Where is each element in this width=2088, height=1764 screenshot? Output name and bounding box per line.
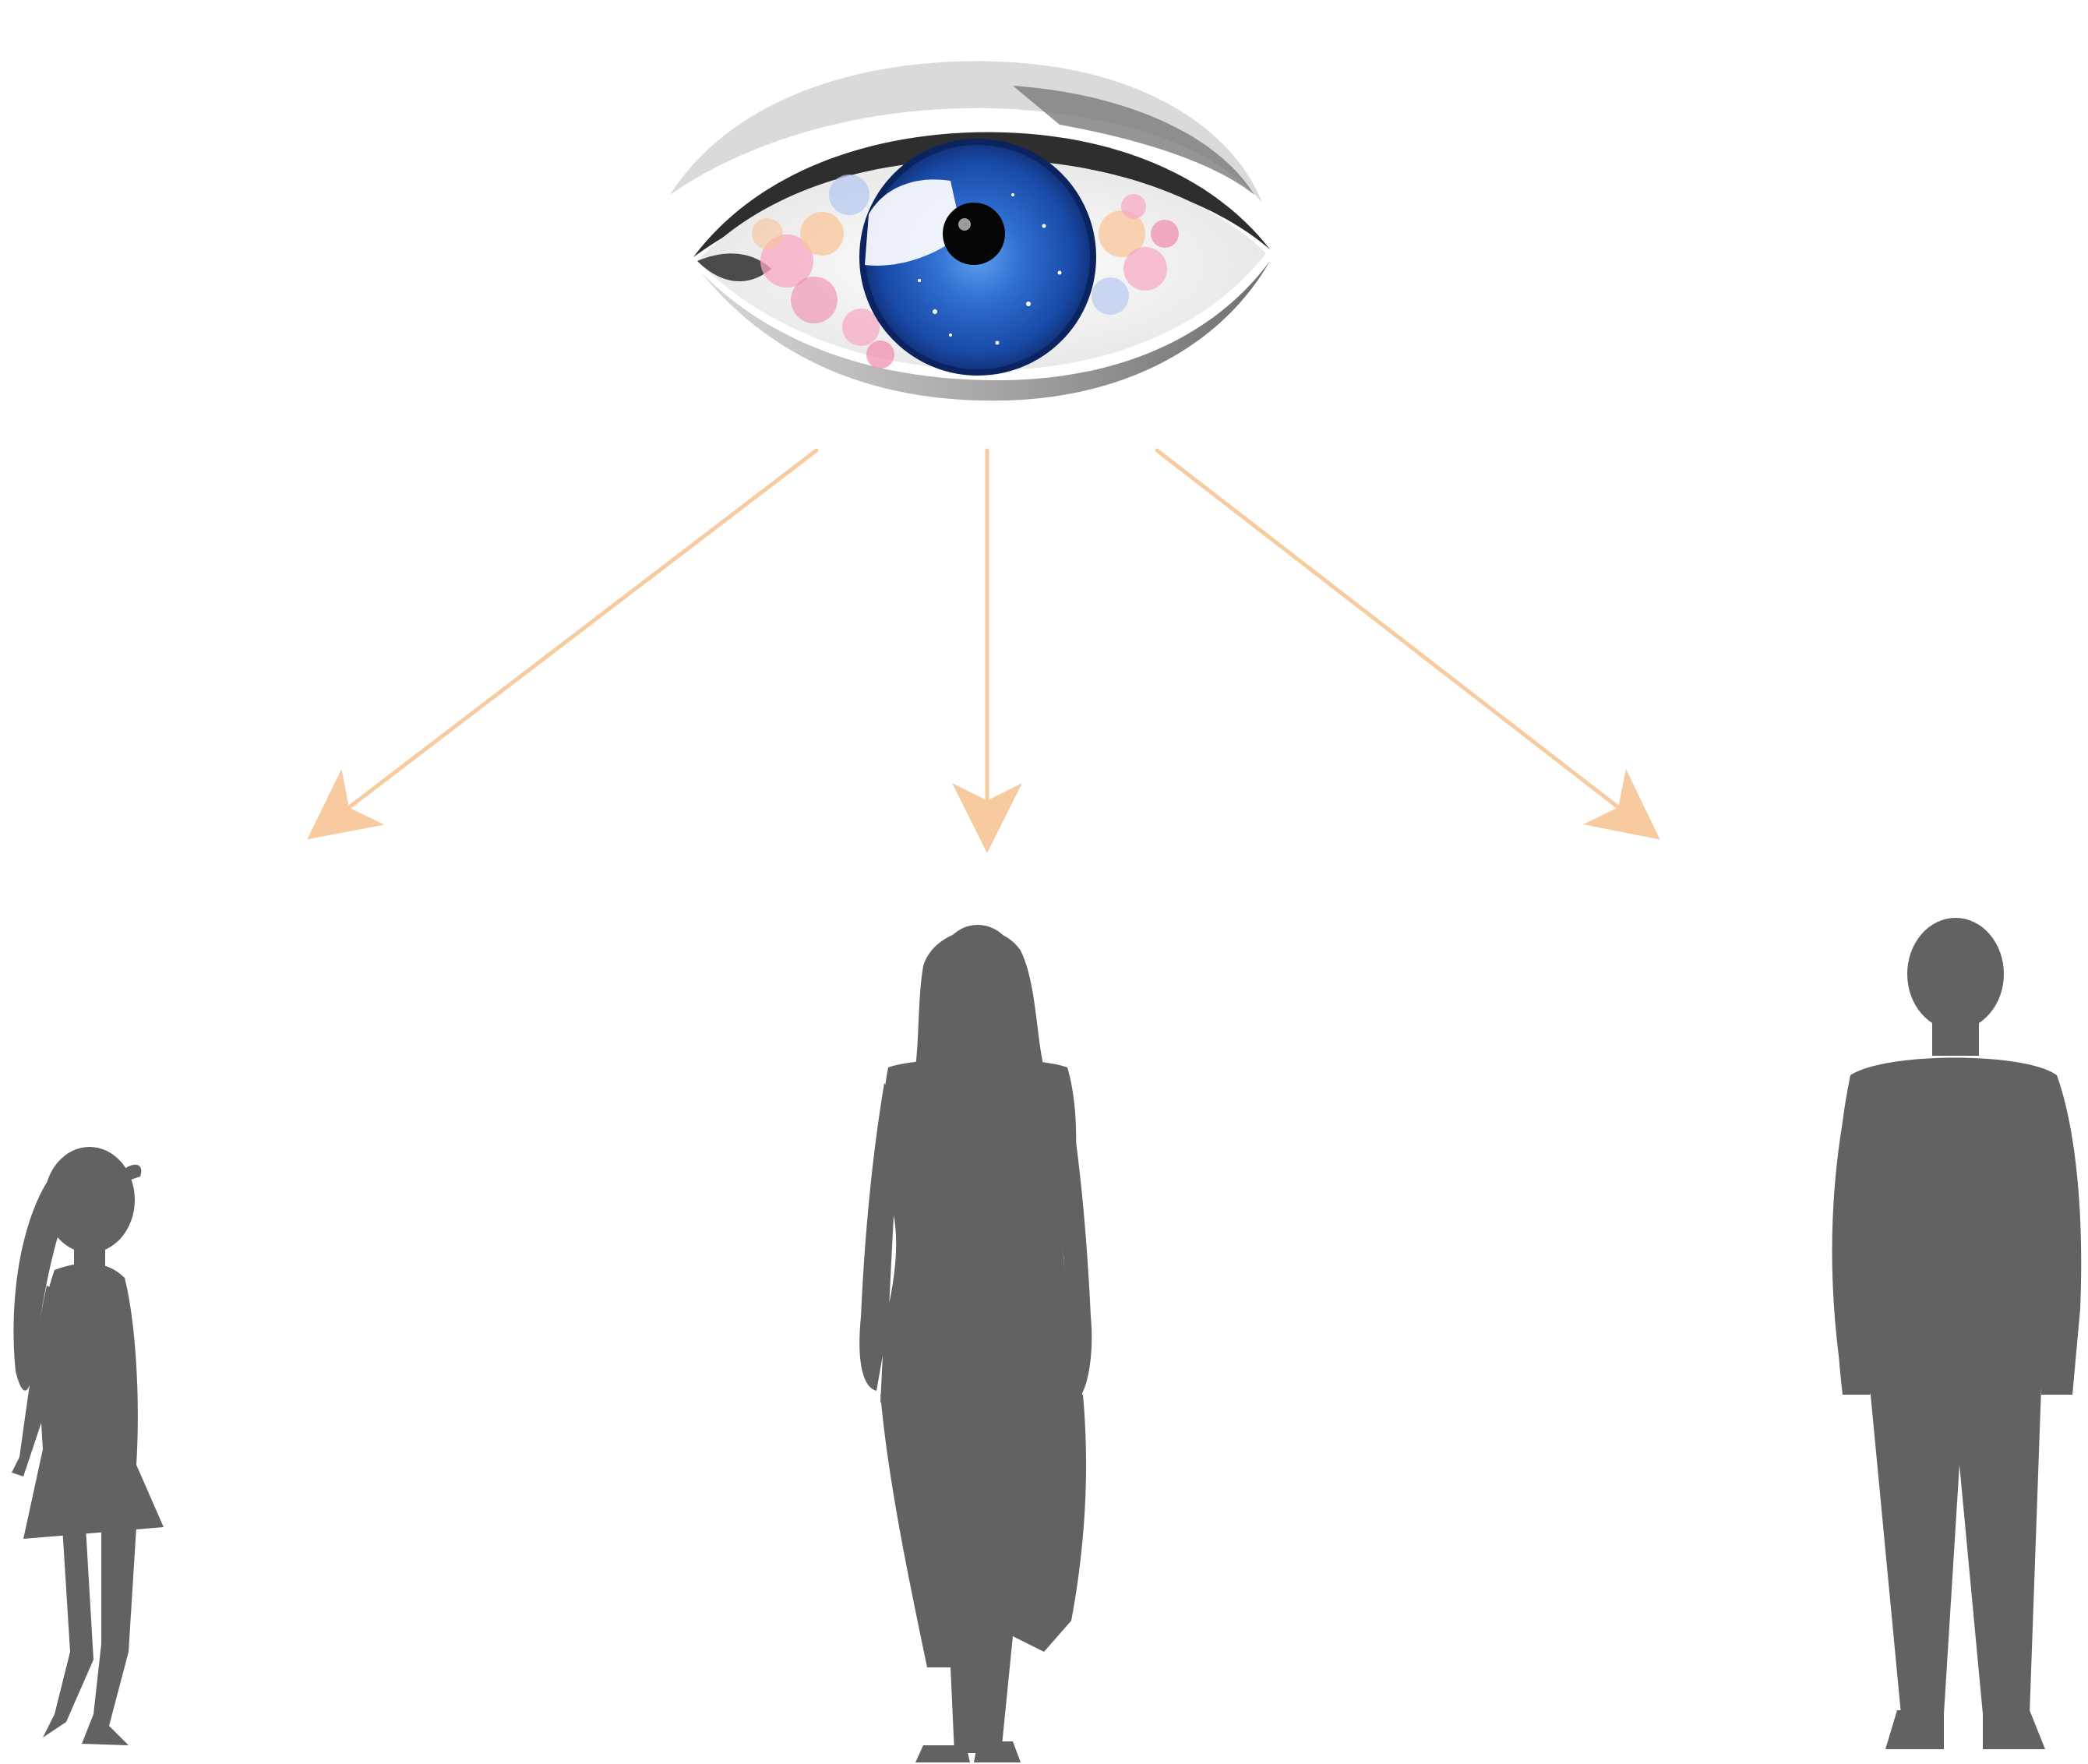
arrow-to-man	[1155, 448, 1660, 840]
woman-silhouette-icon	[859, 925, 1092, 1762]
man-silhouette-icon	[1832, 918, 2082, 1749]
upper-lashline	[693, 132, 1270, 257]
flowers-right	[1092, 194, 1179, 315]
arrow-to-girl	[307, 448, 819, 840]
gaze-arrows	[307, 448, 1660, 853]
iris-reflection	[865, 179, 962, 266]
eye-crease	[670, 61, 1262, 203]
inner-corner	[697, 253, 771, 282]
girl-silhouette-icon	[12, 1147, 164, 1745]
eye-crease-dark	[1013, 86, 1254, 195]
watercolor-eye-icon	[670, 61, 1270, 401]
pupil	[943, 203, 1005, 265]
lower-lid	[701, 261, 1270, 401]
flowers-left	[752, 175, 894, 369]
iris-stars	[918, 193, 1062, 345]
